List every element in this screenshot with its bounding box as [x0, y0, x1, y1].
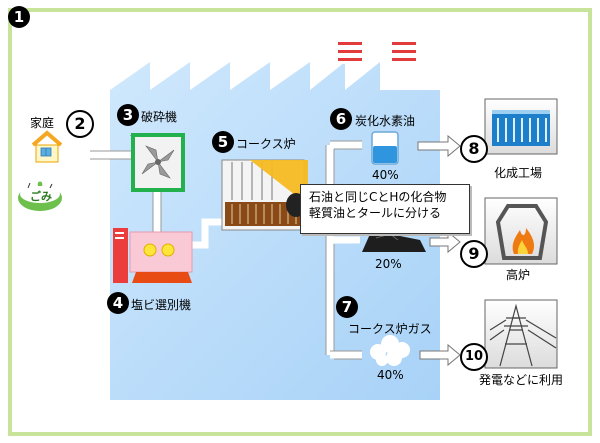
hydrocarbon-oil-percent: 40% [372, 168, 399, 182]
power-number: 10 [460, 343, 488, 371]
chemical-plant-label: 化成工場 [494, 166, 543, 180]
chemical-plant-number: 8 [460, 135, 488, 163]
crusher-number: 3 [117, 104, 139, 126]
hydrocarbon-oil-label: 炭化水素油 [355, 114, 416, 128]
coke-oven [221, 159, 308, 231]
waste-label: ごみ [30, 190, 52, 203]
process-note: 石油と同じCとHの化合物 軽質油とタールに分ける [300, 184, 470, 234]
gas-cloud-icon [370, 335, 410, 366]
house-icon [31, 130, 63, 163]
oil-beaker-icon [371, 131, 399, 165]
coke-pile-icon [362, 230, 426, 252]
home-number: 2 [66, 110, 94, 138]
hydrocarbon-oil-number: 6 [330, 108, 352, 130]
title-number: 1 [8, 6, 30, 28]
output-arrows [417, 134, 461, 367]
note-line-1: 石油と同じCとHの化合物 [309, 190, 447, 204]
blast-furnace-label: 高炉 [506, 268, 531, 282]
crusher-machine [130, 133, 185, 192]
chimney-left [338, 40, 362, 64]
chimney-right [392, 40, 416, 64]
coke-oven-number: 5 [212, 131, 234, 153]
pipes [90, 141, 362, 359]
note-line-2: 軽質油とタールに分ける [309, 206, 442, 220]
blast-furnace-percent: 20% [375, 257, 402, 271]
outer-frame [8, 8, 592, 436]
coke-gas-label: コークス炉ガス [348, 322, 432, 336]
pvc-sorter-machine [113, 228, 193, 283]
waste-bag-icon [18, 181, 62, 211]
power-label: 発電などに利用 [479, 373, 564, 387]
pvc-sorter-number: 4 [107, 292, 129, 314]
blast-furnace-number: 9 [460, 240, 488, 268]
power-plant-box [484, 299, 558, 369]
blast-furnace-box [484, 197, 558, 265]
home-label: 家庭 [30, 116, 55, 130]
chemical-plant-box [484, 98, 558, 155]
pvc-sorter-label: 塩ビ選別機 [131, 298, 192, 312]
coke-gas-percent: 40% [377, 368, 404, 382]
coke-gas-number: 7 [336, 296, 358, 318]
crusher-label: 破砕機 [141, 110, 178, 124]
coke-oven-label: コークス炉 [236, 137, 296, 151]
